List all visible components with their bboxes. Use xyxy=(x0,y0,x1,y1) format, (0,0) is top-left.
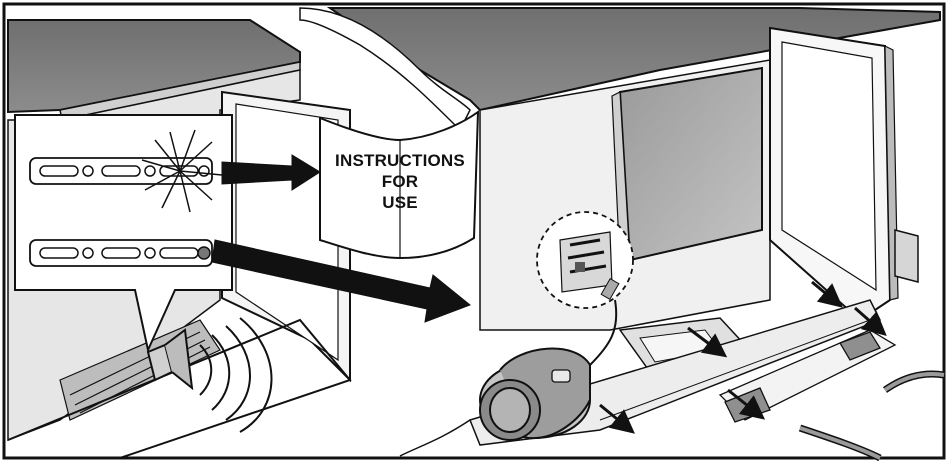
arrow-icon xyxy=(599,280,887,434)
arrow-to-booklet xyxy=(221,154,321,191)
booklet-label: INSTRUCTIONS FOR USE xyxy=(322,150,478,213)
glass-door xyxy=(618,66,763,262)
control-panel-callout xyxy=(14,114,233,354)
alarm-flash-icon xyxy=(141,129,223,213)
booklet-line-use: USE xyxy=(382,193,418,212)
arrow-to-control-board xyxy=(211,239,471,323)
compressor-icon xyxy=(479,299,618,441)
booklet-line-instructions: INSTRUCTIONS xyxy=(335,151,465,170)
sound-wave-icon xyxy=(146,317,273,433)
instructions-booklet xyxy=(319,109,480,260)
control-board-icon xyxy=(536,211,634,309)
booklet-line-for: FOR xyxy=(381,172,419,191)
